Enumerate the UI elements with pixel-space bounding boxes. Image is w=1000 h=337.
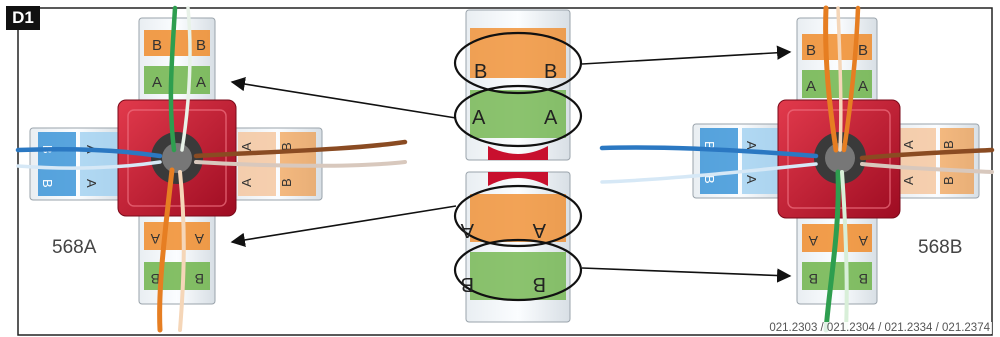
arm-right-right: B B A A <box>894 123 980 199</box>
contact-b-label: B <box>941 176 956 185</box>
arm-top-left: B B A A <box>138 17 216 107</box>
contact-a-label: A <box>744 141 759 150</box>
highlight-ellipse-a <box>453 184 583 248</box>
detail-label-b: B <box>544 61 557 83</box>
contact-a-label: A <box>901 140 916 149</box>
arm-bottom-right: A A B B <box>796 213 878 305</box>
detail-label-b: B <box>461 273 474 295</box>
figure-badge: D1 <box>6 6 40 30</box>
highlight-ellipse-a <box>453 84 583 148</box>
detail-label-a: A <box>460 219 474 241</box>
standard-label-568a: 568A <box>52 237 97 258</box>
detail-bottom: A A B B <box>453 171 583 323</box>
contact-a-label: A <box>84 179 99 188</box>
contact-b-label: B <box>196 37 206 54</box>
contact-a-label: A <box>152 74 162 91</box>
contact-a-label: A <box>150 231 160 247</box>
highlight-ellipse-b <box>453 238 583 302</box>
contact-b-label: B <box>858 42 868 59</box>
wires-left <box>15 5 408 333</box>
contact-b-label: B <box>702 141 717 150</box>
contact-b-label: B <box>40 179 55 188</box>
arm-left-right: B B A A <box>692 123 786 199</box>
contact-a-label: A <box>196 74 206 91</box>
part-numbers: 021.2303 / 021.2304 / 021.2334 / 021.237… <box>767 322 992 334</box>
detail-label-a: A <box>544 107 558 129</box>
contact-b-label: B <box>151 271 160 287</box>
detail-label-b: B <box>474 61 487 83</box>
contact-a-label: A <box>194 231 204 247</box>
contact-b-label: B <box>195 271 204 287</box>
contact-a-label: A <box>901 176 916 185</box>
arrow-a-to-568a-bottom <box>230 205 457 248</box>
red-hub-left <box>117 99 237 217</box>
red-hub-right <box>777 99 901 219</box>
arrow-b-to-568b-top <box>581 45 792 65</box>
arm-bottom-left: A A B B <box>138 211 216 305</box>
contact-a-label: A <box>239 178 254 187</box>
contact-a-label: A <box>239 142 254 151</box>
contact-b-label: B <box>702 175 717 184</box>
detail-label-a: A <box>472 107 486 129</box>
contact-a-label: A <box>858 233 868 249</box>
detail-label-a: A <box>532 219 546 241</box>
contact-a-label: A <box>806 78 816 95</box>
contact-b-label: B <box>859 271 868 287</box>
contact-b-label: B <box>806 42 816 59</box>
contact-b-label: B <box>279 142 294 151</box>
contact-a-label: A <box>858 78 868 95</box>
standard-label-568b: 568B <box>918 237 963 258</box>
contact-a-label: A <box>744 175 759 184</box>
highlight-ellipse-b <box>453 31 583 95</box>
contact-b-label: B <box>941 140 956 149</box>
detail-top: B B A A <box>453 9 583 161</box>
arrow-b-to-568b-bottom <box>581 267 792 283</box>
wires-right <box>599 5 995 333</box>
contact-b-label: B <box>279 178 294 187</box>
arrows <box>230 45 792 283</box>
detail-label-b: B <box>533 273 546 295</box>
arm-top-right: B B A A <box>796 17 878 109</box>
contact-a-label: A <box>808 233 818 249</box>
contact-b-label: B <box>152 37 162 54</box>
connector-568b: B B A A A A B B B B A <box>599 5 995 333</box>
arrow-a-to-568a-top <box>230 76 457 119</box>
arm-left-left: B B A A <box>29 127 125 201</box>
connector-568a: B B A A A A B B B B A <box>15 5 408 333</box>
contact-b-label: B <box>809 271 818 287</box>
